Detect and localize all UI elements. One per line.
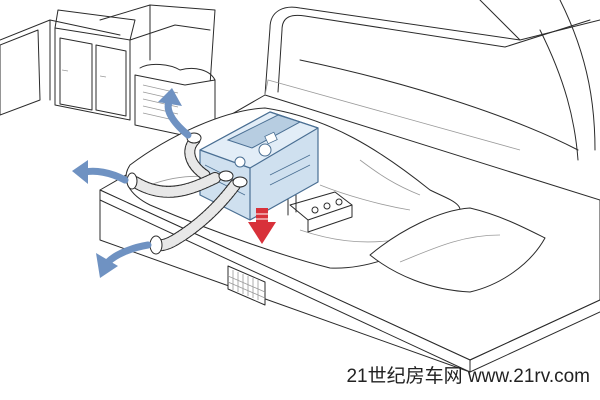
cabinet-unit [0,4,216,121]
flex-duct-left [126,172,221,198]
airflow-arrow-icon [72,160,129,184]
watermark-caption: 21世纪房车网 www.21rv.com [346,366,590,387]
window-frame [264,0,600,161]
airflow-arrow-icon [96,241,152,278]
pillow [369,207,546,293]
intake-arrow-icon [248,208,276,244]
floor-vent-grille [227,265,266,306]
airflow-arrow-icon [158,88,192,139]
flex-duct-lower [149,170,248,255]
flex-duct-upper [184,132,211,181]
